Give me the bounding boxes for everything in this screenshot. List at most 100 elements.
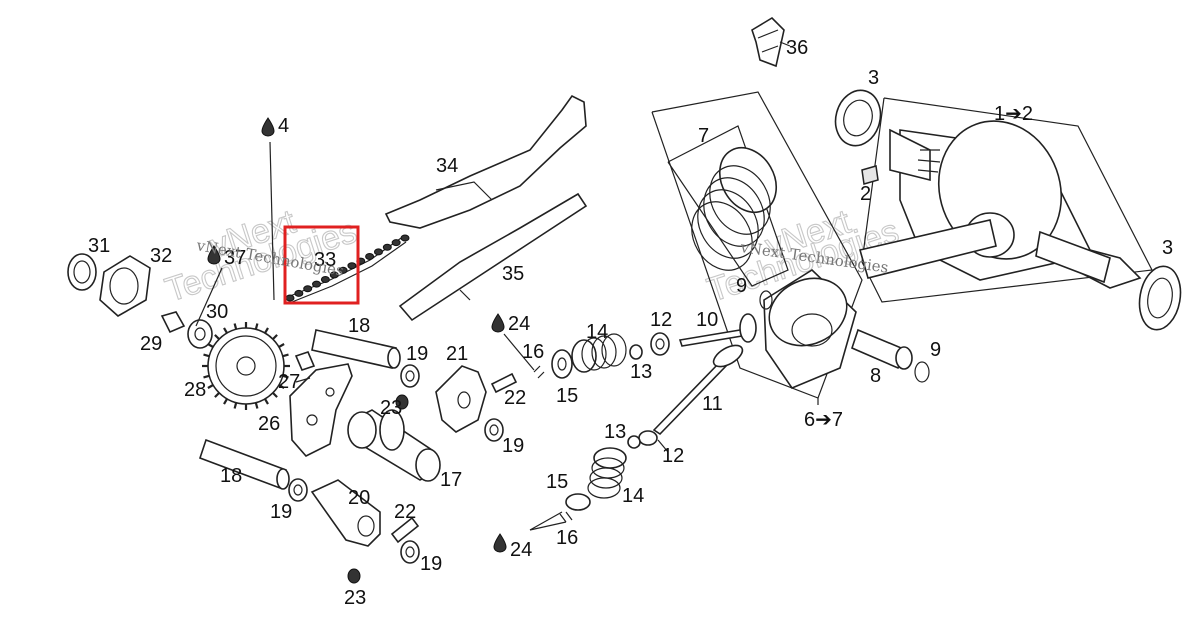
- oil-drop-24-lower: [493, 511, 567, 553]
- oil-seal-31: [67, 253, 97, 291]
- label-14-lower: 14: [622, 485, 644, 507]
- sprocket-tooth: [272, 334, 278, 340]
- piston: [763, 268, 857, 389]
- oil-drop-37: [207, 245, 221, 265]
- retainer-15-lower: [565, 493, 591, 511]
- chain-link: [382, 243, 392, 251]
- label-6-7: 6➔7: [804, 409, 843, 431]
- chain-link: [329, 271, 339, 279]
- label-2: 2: [860, 183, 871, 205]
- label-37: 37: [224, 247, 246, 269]
- sprocket-tooth: [272, 392, 278, 398]
- crankshaft: [858, 120, 1142, 289]
- label-3-right: 3: [1162, 237, 1173, 259]
- shaft-18-upper: [311, 329, 401, 369]
- retainer-15-upper: [551, 349, 573, 379]
- thrust-washer-3-top: [834, 89, 882, 147]
- label-24-lower: 24: [510, 539, 532, 561]
- label-13-lower: 13: [604, 421, 626, 443]
- valve-11: [652, 344, 744, 436]
- chain-link: [373, 248, 383, 256]
- label-24-upper: 24: [508, 313, 530, 335]
- washer-19-a: [400, 364, 420, 388]
- part-labels: 1➔2 2 3 3 4 6➔7 7 8 9 9 10 11 12 12 13 1…: [88, 37, 1173, 609]
- chain-link: [391, 239, 401, 247]
- label-16-lower: 16: [556, 527, 578, 549]
- label-4: 4: [278, 115, 289, 137]
- thrust-washer-3-bottom: [1138, 265, 1182, 331]
- chain-link: [347, 262, 357, 270]
- flange-32: [99, 255, 151, 317]
- valve-spring-14-lower: [587, 447, 627, 499]
- sprocket-tooth: [214, 392, 220, 398]
- label-31: 31: [88, 235, 110, 257]
- bolt-27: [294, 351, 316, 371]
- label-19-c: 19: [270, 501, 292, 523]
- crankshaft-group-frame: [861, 97, 1153, 303]
- label-18-lower: 18: [220, 465, 242, 487]
- washer-30: [187, 319, 213, 349]
- chain-link: [285, 294, 295, 302]
- label-8: 8: [870, 365, 881, 387]
- label-35: 35: [502, 263, 524, 285]
- label-12-upper: 12: [650, 309, 672, 331]
- label-33: 33: [314, 249, 336, 271]
- oil-drop-4: [261, 117, 275, 301]
- sprocket-tooth: [203, 353, 210, 358]
- sprocket-tooth: [223, 398, 228, 405]
- sprocket-tooth: [278, 343, 285, 348]
- woodruff-key-2: [861, 165, 879, 185]
- label-12-lower: 12: [662, 445, 684, 467]
- label-19-a: 19: [406, 343, 428, 365]
- oil-drop-24-upper: [491, 313, 535, 371]
- label-15-upper: 15: [556, 385, 578, 407]
- sprocket-tooth: [207, 384, 214, 389]
- label-15-lower: 15: [546, 471, 568, 493]
- sprocket-tooth: [214, 334, 220, 340]
- label-34: 34: [436, 155, 458, 177]
- sprocket-tooth: [223, 327, 228, 334]
- label-11: 11: [702, 393, 723, 415]
- chain-guide-34: [384, 94, 587, 229]
- label-9-right: 9: [930, 339, 941, 361]
- label-26: 26: [258, 413, 280, 435]
- circlip-9-right: [914, 361, 930, 383]
- washer-19-c: [288, 478, 308, 502]
- label-22-upper: 22: [504, 387, 526, 409]
- label-32: 32: [150, 245, 172, 267]
- label-3-top: 3: [868, 67, 879, 89]
- label-22-lower: 22: [394, 501, 416, 523]
- label-17: 17: [440, 469, 462, 491]
- sprocket-tooth: [282, 353, 289, 358]
- rocker-arm-20: [310, 479, 381, 547]
- sprocket-tooth: [203, 374, 210, 379]
- adjuster-22-lower: [390, 516, 420, 544]
- sprocket-tooth: [254, 323, 259, 330]
- camshaft-17: [347, 409, 441, 482]
- piston-pin-8: [851, 328, 913, 370]
- label-36: 36: [786, 37, 808, 59]
- nut-23-upper: [395, 394, 409, 410]
- washer-19-d: [400, 540, 420, 564]
- spring-seat-12-lower: [638, 430, 658, 446]
- sprocket-tooth: [233, 402, 238, 409]
- label-7: 7: [698, 125, 709, 147]
- valve-10: [678, 313, 757, 347]
- label-27: 27: [278, 371, 300, 393]
- piston-rings-7: [691, 147, 778, 271]
- valve-seal-13-lower: [627, 435, 641, 449]
- label-29: 29: [140, 333, 162, 355]
- valve-seal-13-upper: [629, 344, 643, 360]
- valve-cotters-16-upper: [533, 365, 545, 379]
- label-10: 10: [696, 309, 718, 331]
- label-23-lower: 23: [344, 587, 366, 609]
- label-23-upper: 23: [380, 397, 402, 419]
- bearing-shell-36: [751, 16, 785, 68]
- plate-26: [289, 363, 353, 457]
- label-30: 30: [206, 301, 228, 323]
- sprocket-tooth: [264, 398, 269, 405]
- washer-19-b: [484, 418, 504, 442]
- sprocket-tooth: [207, 343, 214, 348]
- sprocket-tooth: [254, 402, 259, 409]
- sprocket-tooth: [233, 323, 238, 330]
